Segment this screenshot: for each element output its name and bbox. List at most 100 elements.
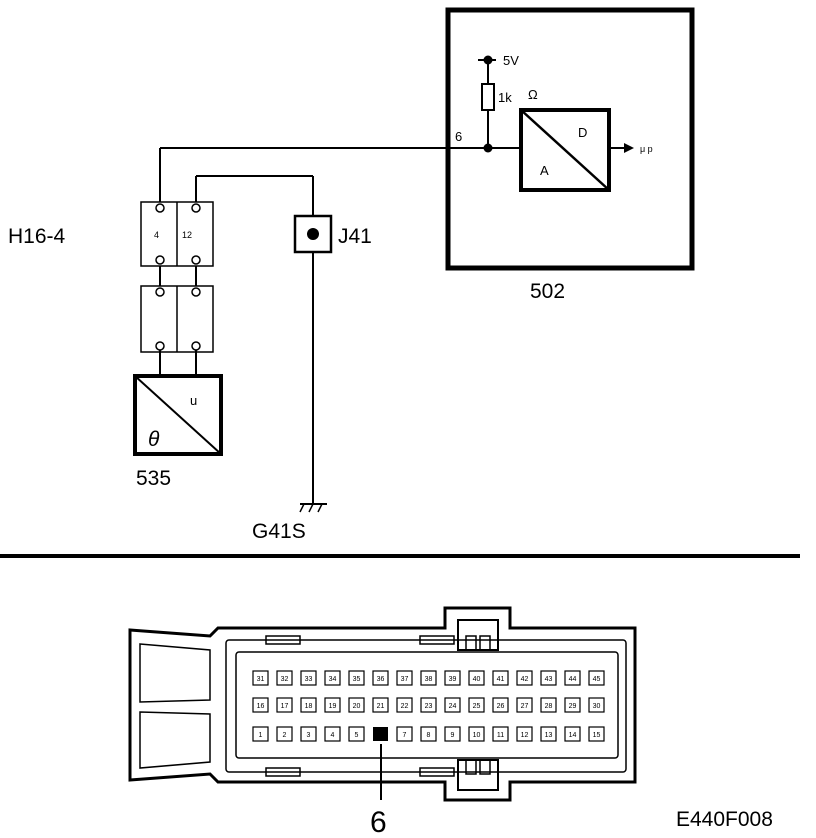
connector-pin-number: 18 <box>305 703 313 710</box>
sensor-u-label: u <box>190 393 197 408</box>
connector-pin <box>540 670 557 686</box>
connector-pin-number: 24 <box>449 703 457 710</box>
connector-pin <box>324 726 341 742</box>
connector-pin-number: 8 <box>427 732 431 739</box>
output-arrow <box>624 143 634 153</box>
connector-pin-number: 25 <box>473 703 481 710</box>
connector-pin-number: 29 <box>569 703 577 710</box>
connector-pin-number: 10 <box>473 732 481 739</box>
connector-pin-number: 27 <box>521 703 529 710</box>
connector-pin-number: 13 <box>545 732 553 739</box>
connector-pin <box>492 726 509 742</box>
junction-label: J41 <box>338 225 372 248</box>
connector-pin-number: 12 <box>521 732 529 739</box>
connector-pin <box>444 726 461 742</box>
connector-pin <box>444 697 461 713</box>
connector-pin-number: 31 <box>257 676 265 683</box>
connector-pin <box>252 670 269 686</box>
converter-a-label: A <box>540 163 549 178</box>
junction-node <box>307 228 319 240</box>
connector-pin-number: 4 <box>331 732 335 739</box>
connector-pin <box>516 726 533 742</box>
connector-pin <box>372 697 389 713</box>
signal-node <box>483 143 493 153</box>
connector-pin <box>348 697 365 713</box>
pin-callout-label: 6 <box>370 806 387 838</box>
connector-pin <box>300 726 317 742</box>
connector-pin <box>420 726 437 742</box>
connector-pin-number: 43 <box>545 676 553 683</box>
connector-pin-number: 3 <box>307 732 311 739</box>
converter-d-label: D <box>578 125 587 140</box>
connector-pin-number: 1 <box>259 732 263 739</box>
connector-pin <box>468 697 485 713</box>
connector-pin <box>492 697 509 713</box>
output-label: μ p <box>640 144 653 154</box>
connector-pin-number: 44 <box>569 676 577 683</box>
connector-pin <box>276 697 293 713</box>
temperature-sensor <box>133 374 223 456</box>
connector-pin-number: 45 <box>593 676 601 683</box>
connector-pin <box>540 697 557 713</box>
connector-pin <box>420 697 437 713</box>
connector-pin-number: 21 <box>377 703 385 710</box>
connector-pin-number: 40 <box>473 676 481 683</box>
connector-pin-number: 19 <box>329 703 337 710</box>
resistor <box>481 83 495 111</box>
connector-pin <box>396 697 413 713</box>
connector-pin <box>372 670 389 686</box>
connector-pin <box>348 670 365 686</box>
connector-pin-left: 4 <box>154 230 159 240</box>
connector-pin <box>324 670 341 686</box>
connector-pin <box>420 670 437 686</box>
connector-pin <box>324 697 341 713</box>
connector-label: H16-4 <box>8 225 66 248</box>
ground-label: G41S <box>252 520 306 543</box>
resistor-label: 1k <box>498 90 512 105</box>
connector-pin-number: 11 <box>497 732 504 739</box>
connector-pin <box>396 726 413 742</box>
ecu-pin-label: 6 <box>455 129 462 144</box>
connector-pin-number: 36 <box>377 676 385 683</box>
connector-pin-number: 28 <box>545 703 553 710</box>
connector-pin <box>588 670 605 686</box>
connector-pin-number: 17 <box>281 703 289 710</box>
connector-pin-number: 26 <box>497 703 505 710</box>
connector-pin <box>468 670 485 686</box>
connector-pin <box>276 670 293 686</box>
sensor-label: 535 <box>136 467 171 490</box>
pin-6-highlight <box>373 727 388 741</box>
connector-pin <box>564 697 581 713</box>
ecu-box <box>445 7 695 271</box>
connector-pin <box>396 670 413 686</box>
connector-pin <box>540 726 557 742</box>
connector-pin-number: 20 <box>353 703 361 710</box>
connector-pin <box>564 726 581 742</box>
ecu-label: 502 <box>530 280 565 303</box>
connector-pin <box>588 726 605 742</box>
connector-pin-number: 34 <box>329 676 337 683</box>
connector-pin <box>444 670 461 686</box>
connector-pin-number: 41 <box>497 676 505 683</box>
connector-pin <box>348 726 365 742</box>
figure-code: E440F008 <box>676 808 773 831</box>
connector-pin <box>300 670 317 686</box>
connector-pin <box>300 697 317 713</box>
connector-pin-number: 2 <box>283 732 287 739</box>
connector-pin-number: 22 <box>401 703 409 710</box>
connector-pin-number: 37 <box>401 676 409 683</box>
connector-pin <box>252 697 269 713</box>
connector-pin-number: 32 <box>281 676 289 683</box>
connector-pin-number: 23 <box>425 703 433 710</box>
connector-pin <box>468 726 485 742</box>
connector-pin <box>516 697 533 713</box>
supply-label: 5V <box>503 53 519 68</box>
connector-pin-number: 35 <box>353 676 361 683</box>
connector-pin-number: 30 <box>593 703 601 710</box>
connector-pin-number: 38 <box>425 676 433 683</box>
connector-pin-number: 15 <box>593 732 601 739</box>
connector-pin-number: 7 <box>403 732 407 739</box>
